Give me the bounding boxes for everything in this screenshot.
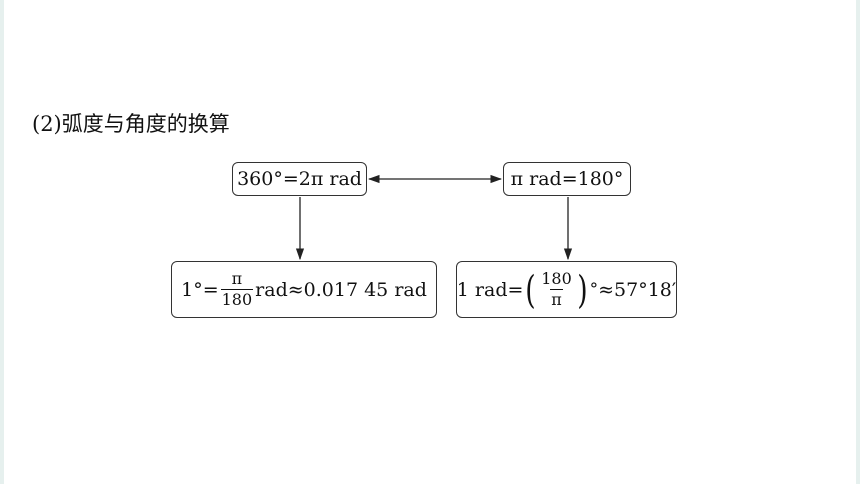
formula-lhs: 1°= — [181, 278, 219, 301]
fraction-numerator: π — [231, 269, 243, 288]
paren-close: ) — [577, 267, 588, 312]
slide-edge-right — [856, 0, 860, 484]
fraction-180-over-pi: 180 π — [540, 271, 573, 308]
fraction-numerator: 180 — [541, 269, 572, 288]
formula-pi-rad: π rad=180° — [510, 168, 624, 190]
box-full-circle-equivalence: 360°=2π rad — [232, 162, 367, 196]
fraction-denominator: π — [550, 289, 563, 309]
section-heading: (2)弧度与角度的换算 — [32, 112, 230, 136]
paren-open: ( — [525, 267, 537, 312]
box-one-radian-to-degrees: 1 rad= ( 180 π ) ° ≈57°18′ — [456, 261, 677, 318]
formula-rhs: rad≈0.017 45 rad — [255, 278, 427, 301]
slide-edge-left — [0, 0, 4, 484]
degree-superscript: ° — [589, 279, 599, 300]
formula-rhs: ≈57°18′ — [598, 278, 677, 301]
fraction-pi-over-180: π 180 — [220, 269, 254, 309]
fraction-denominator: 180 — [220, 289, 254, 309]
formula-lhs: 1 rad= — [456, 278, 524, 301]
formula-360-deg: 360°=2π rad — [237, 168, 362, 190]
box-one-degree-to-radians: 1°= π 180 rad≈0.017 45 rad — [171, 261, 437, 318]
box-pi-rad-equivalence: π rad=180° — [503, 162, 631, 196]
